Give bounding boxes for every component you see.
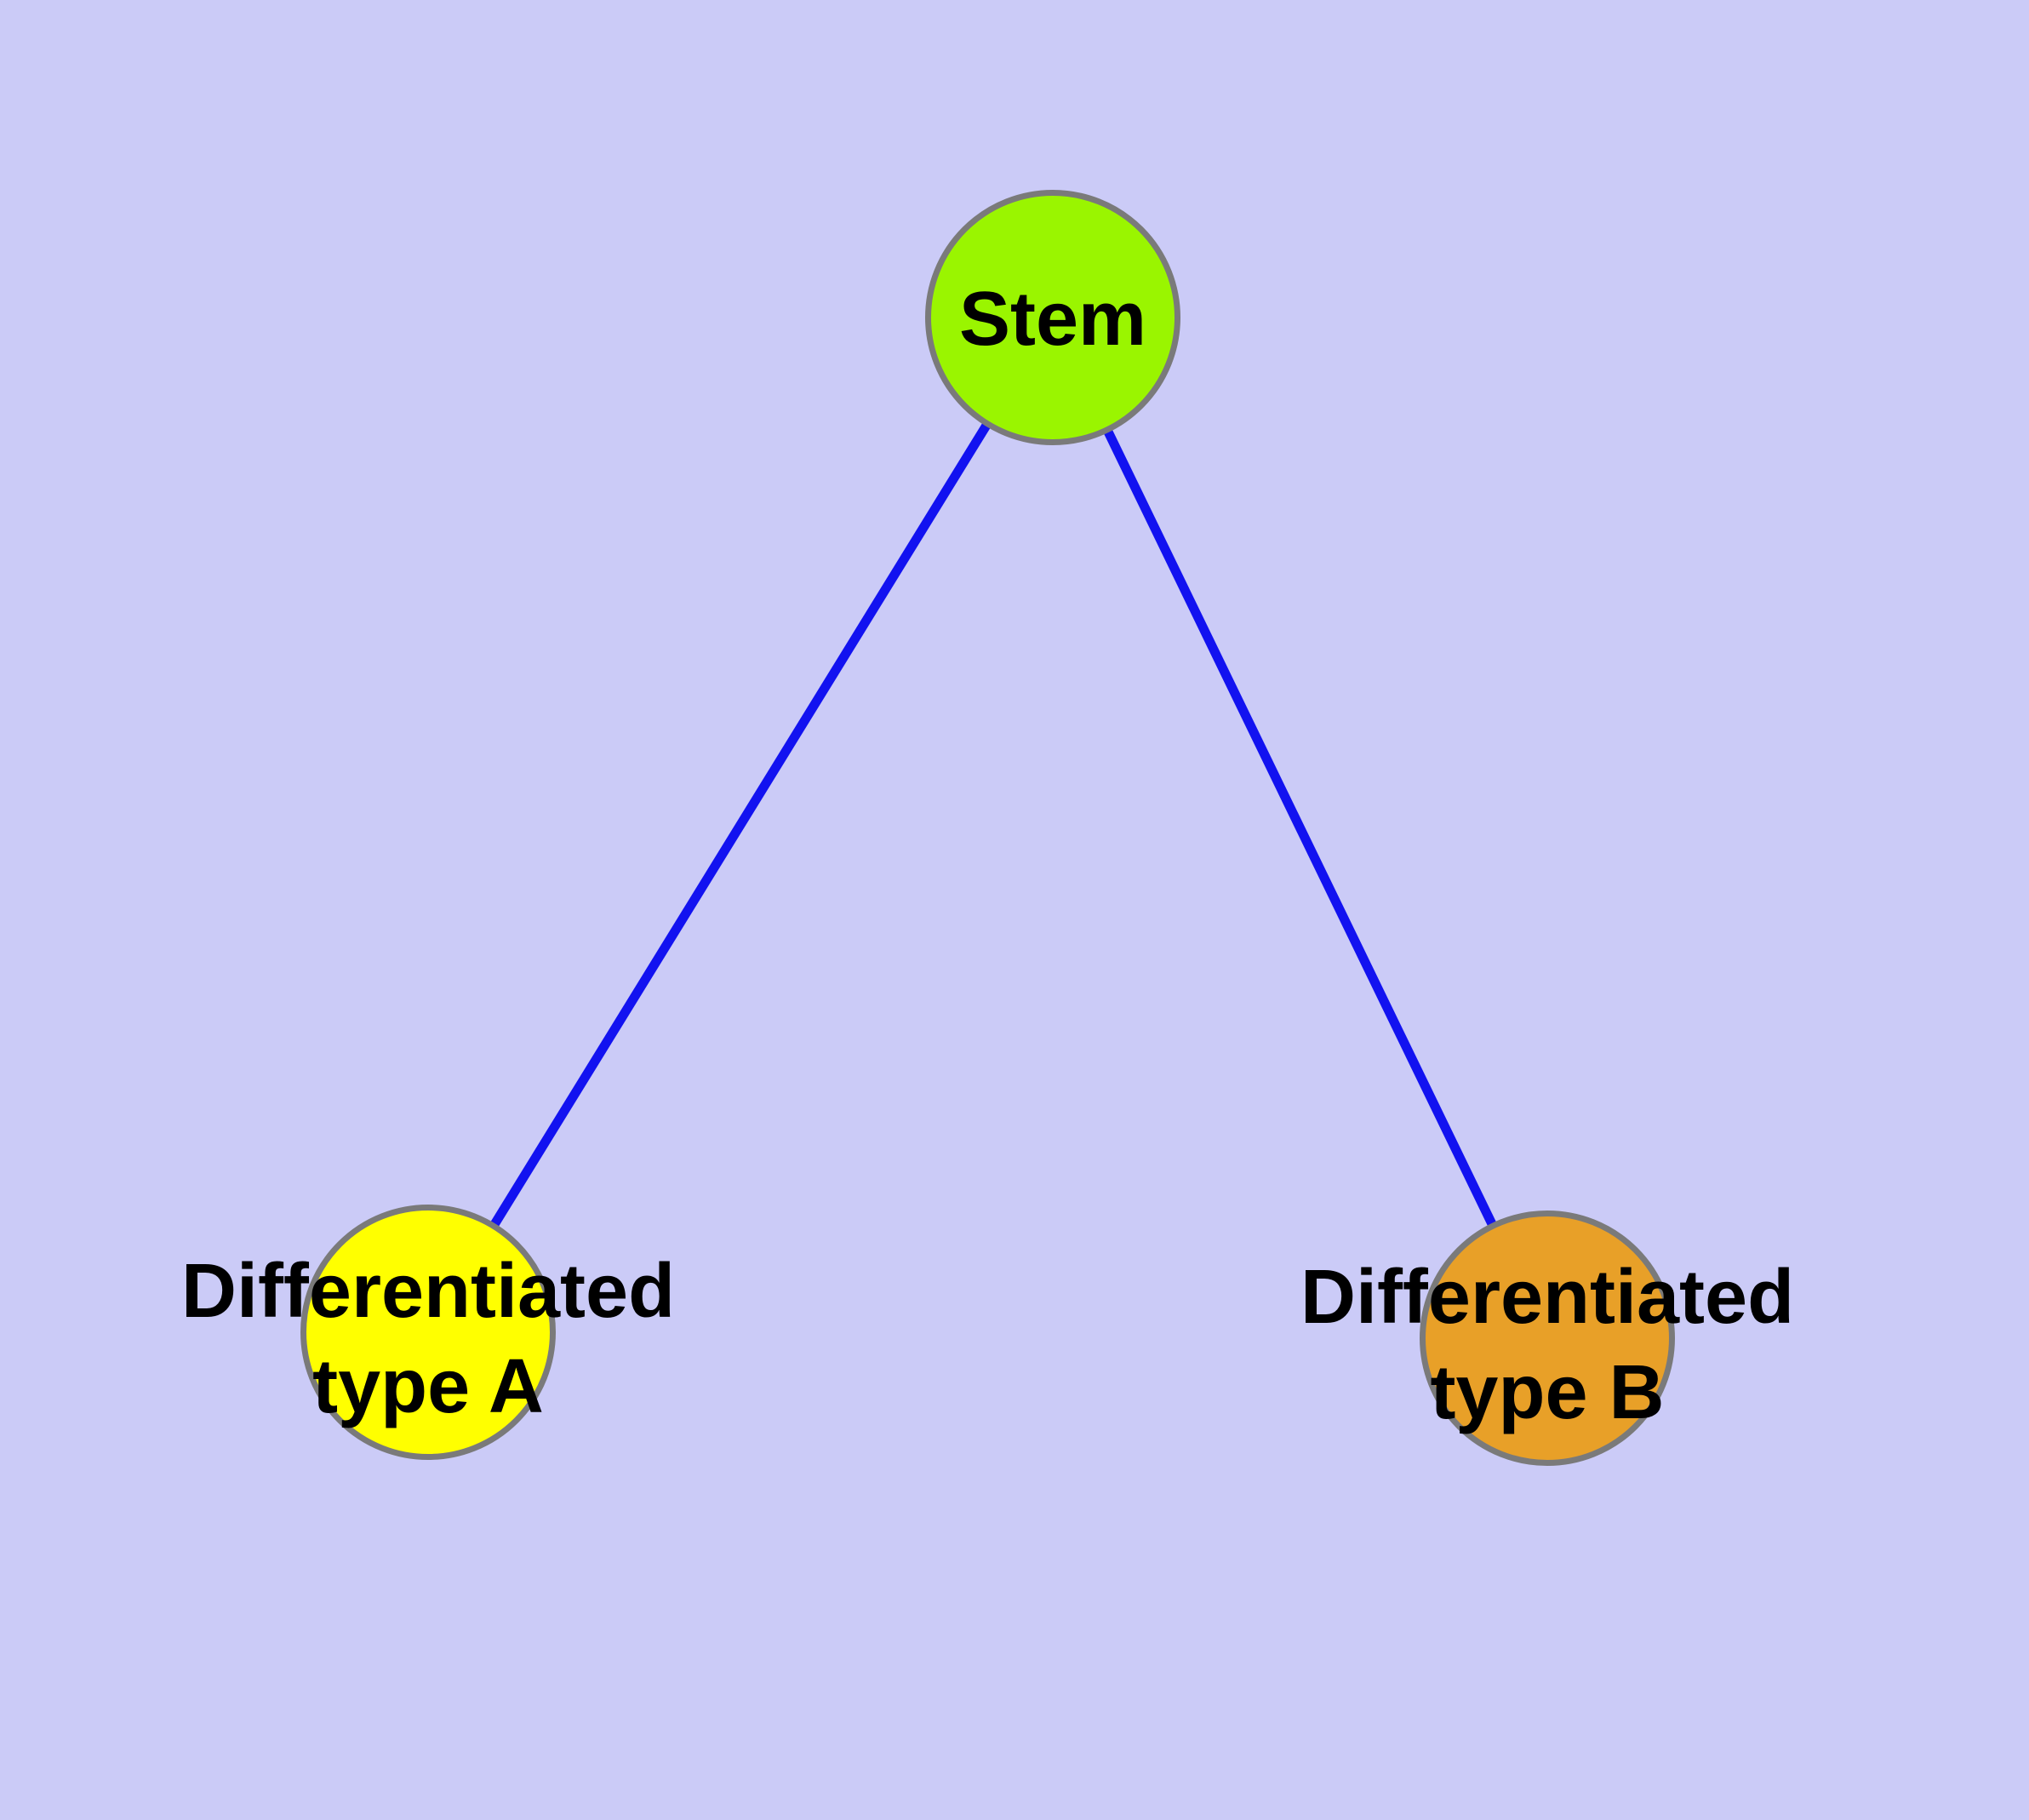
edge-stem-to-type-a [424,315,1057,1335]
edge-stem-to-type-b [1049,315,1552,1341]
node-differentiated-type-a[interactable] [300,1205,556,1460]
node-stem[interactable] [925,190,1180,445]
node-differentiated-type-b[interactable] [1420,1210,1675,1466]
